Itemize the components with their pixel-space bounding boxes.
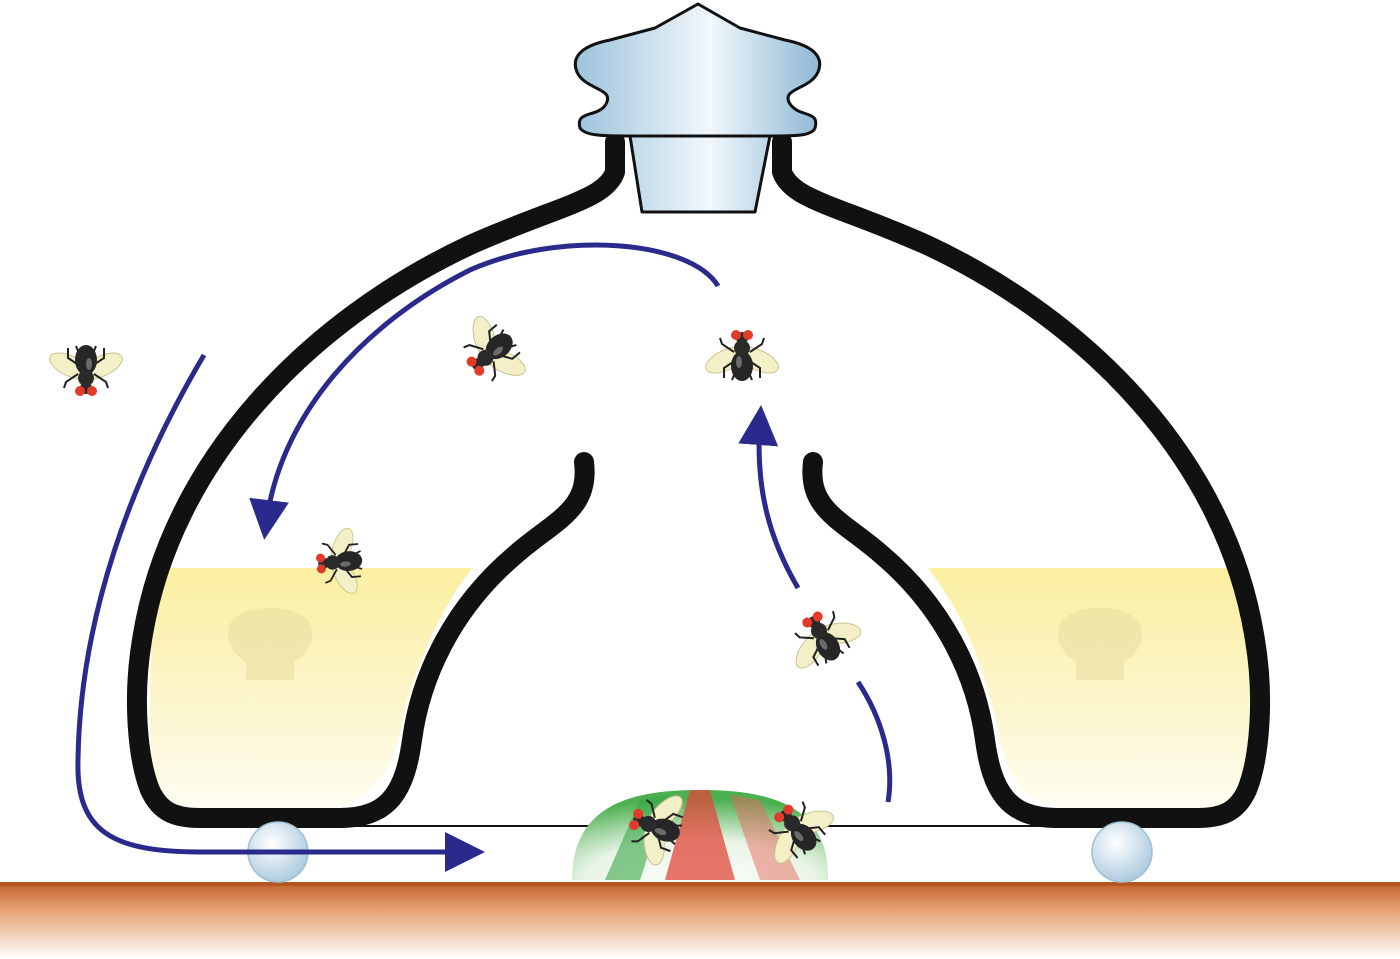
arrow-inside-loop bbox=[249, 242, 721, 540]
arrow-outside-down bbox=[75, 353, 485, 872]
floor bbox=[0, 882, 1400, 959]
cap-icon bbox=[573, 2, 822, 214]
right-liquid bbox=[928, 568, 1251, 808]
trap-outer-wall bbox=[126, 132, 625, 828]
fly-icon bbox=[774, 594, 872, 681]
trap-outer-wall-right bbox=[772, 132, 1271, 828]
fly-icon bbox=[44, 344, 128, 397]
arrow-up-lower bbox=[855, 680, 893, 803]
fly-icon bbox=[444, 304, 538, 402]
fly-icon bbox=[700, 329, 784, 382]
arrow-up-upper bbox=[738, 405, 801, 590]
right-foot-icon bbox=[1091, 821, 1153, 883]
